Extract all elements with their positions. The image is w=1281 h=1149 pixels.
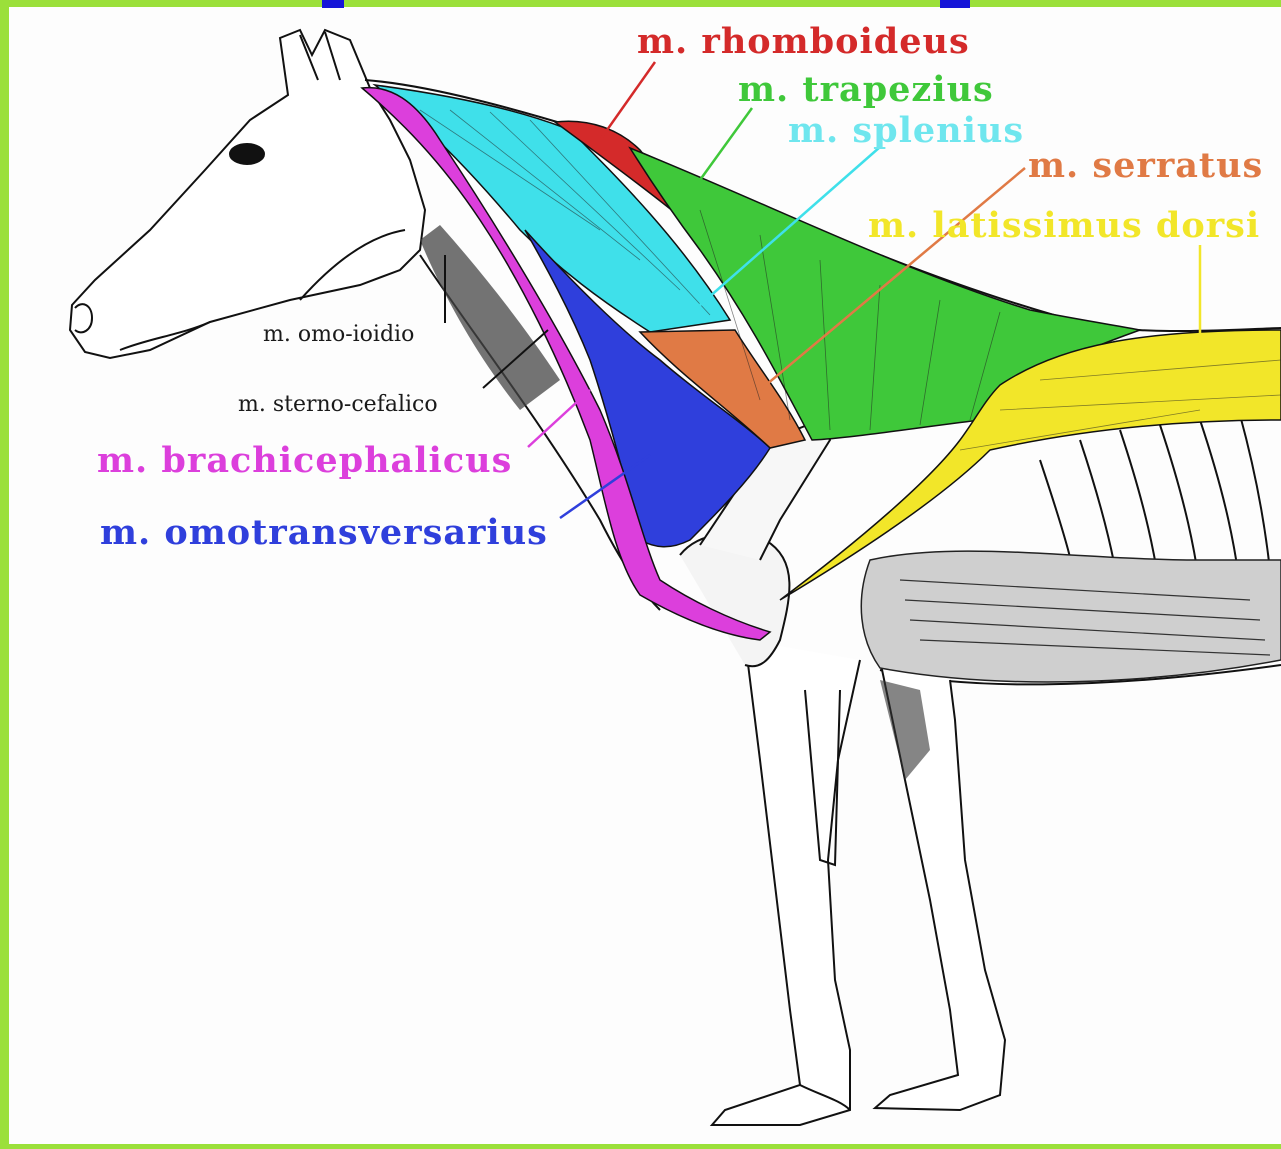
label-brachicephalicus: m. brachicephalicus [97, 443, 512, 478]
leader-brachicephalicus [528, 390, 590, 447]
label-splenius: m. splenius [788, 113, 1024, 148]
leader-trapezius [700, 108, 752, 180]
leader-rhomboideus [600, 62, 655, 140]
label-omotransversarius: m. omotransversarius [100, 515, 548, 550]
label-serratus: m. serratus [1028, 148, 1263, 183]
label-rhomboideus: m. rhomboideus [637, 24, 970, 59]
label-sterno-cefalico: m. sterno-cefalico [238, 394, 438, 416]
label-trapezius: m. trapezius [738, 72, 994, 107]
label-omo-ioidio: m. omo-ioidio [263, 324, 414, 346]
label-latissimus-dorsi: m. latissimus dorsi [868, 208, 1260, 243]
